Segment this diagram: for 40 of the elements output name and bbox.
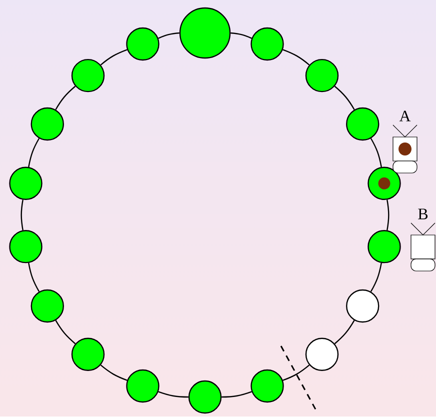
ring-circle xyxy=(368,230,401,264)
ring-circle xyxy=(188,380,222,414)
ring-arc xyxy=(55,86,76,110)
ring-circle xyxy=(305,338,339,371)
ring-arc xyxy=(230,32,252,39)
ring-arc xyxy=(334,320,355,344)
ring-circle xyxy=(368,166,401,200)
ring-circle xyxy=(250,369,284,403)
ring-circle xyxy=(346,289,380,323)
ring-arc xyxy=(370,262,382,292)
node-label: B xyxy=(418,208,428,220)
ring-circle xyxy=(30,107,64,141)
robot-drawing: B xyxy=(410,208,436,272)
ring-circle xyxy=(71,338,105,371)
ring-circle xyxy=(126,369,160,403)
ring-circle xyxy=(126,27,160,61)
ring-circle xyxy=(250,27,284,61)
ring-arc xyxy=(370,138,382,168)
ring-arc xyxy=(282,364,310,381)
ring-circle xyxy=(9,230,42,264)
ring-arc xyxy=(28,262,40,292)
ring-arc xyxy=(282,49,310,66)
ring-circle xyxy=(71,58,105,92)
ring-arc xyxy=(28,138,40,168)
ring-arc xyxy=(20,200,24,230)
node-label: A xyxy=(399,110,411,122)
ring-arc xyxy=(158,391,188,398)
ring-circle xyxy=(305,58,339,92)
robot-drawing: A xyxy=(392,110,418,174)
ring-arc xyxy=(55,320,76,344)
ring-arc xyxy=(222,391,252,398)
ring-arc xyxy=(100,364,128,381)
ring-arc xyxy=(334,86,355,110)
ring-arc xyxy=(386,200,390,230)
ring-circle xyxy=(346,107,380,141)
ring-circle xyxy=(179,7,231,59)
ring-circle xyxy=(9,166,42,200)
ring-arc xyxy=(158,32,180,39)
ring-circle xyxy=(30,289,64,323)
ring-arc xyxy=(100,49,128,66)
